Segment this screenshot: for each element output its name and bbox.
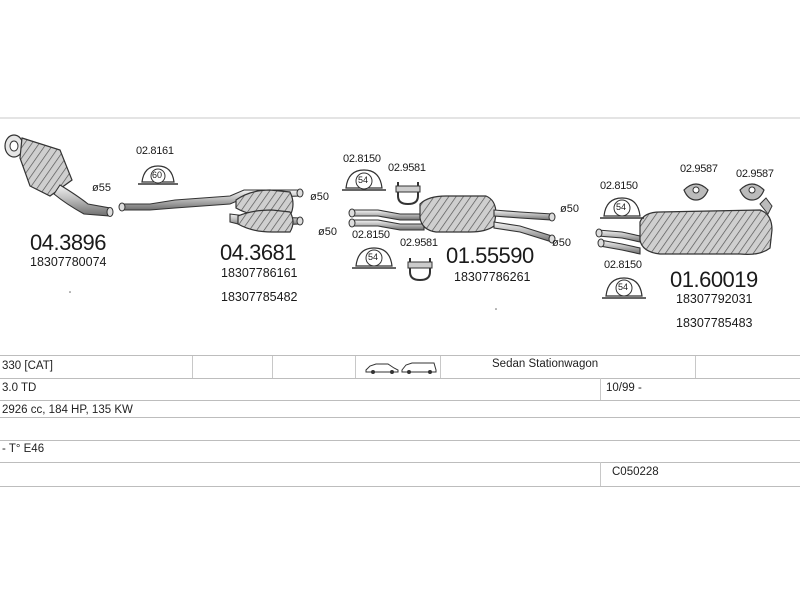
pipe-diameter-label: ø50 bbox=[560, 203, 579, 215]
clamp-part-number[interactable]: 02.8150 bbox=[604, 259, 642, 271]
part-number[interactable]: 01.60019 bbox=[670, 267, 758, 292]
catalog-code: C050228 bbox=[612, 466, 659, 478]
part-number[interactable]: 01.55590 bbox=[446, 243, 534, 268]
engine-type: 3.0 TD bbox=[2, 382, 37, 394]
oem-number: 18307785482 bbox=[221, 290, 298, 304]
sedan-car-icon bbox=[365, 362, 437, 374]
vehicle-series: - T° E46 bbox=[2, 443, 45, 455]
clamp-part-number[interactable]: 02.8161 bbox=[136, 145, 174, 157]
oem-number: 18307786261 bbox=[454, 270, 531, 284]
oem-number: 18307785483 bbox=[676, 316, 753, 330]
clamp-size-badge: 54 bbox=[358, 175, 369, 185]
body-type: Sedan Stationwagon bbox=[492, 358, 599, 370]
clamp-part-number[interactable]: 02.8150 bbox=[343, 153, 381, 165]
clamp-u-bolt-icon[interactable] bbox=[407, 258, 433, 282]
clamp-54-icon[interactable] bbox=[352, 247, 396, 269]
clamp-u-bolt-icon[interactable] bbox=[395, 182, 421, 206]
clamp-54-icon[interactable] bbox=[600, 197, 644, 219]
stationwagon-car-icon bbox=[401, 362, 437, 374]
hanger-icon[interactable] bbox=[683, 183, 709, 201]
clamp-size-badge: 54 bbox=[618, 282, 629, 292]
clamp-size-badge: 54 bbox=[616, 202, 627, 212]
engine-specs: 2926 cc, 184 HP, 135 KW bbox=[2, 404, 133, 416]
clamp-54-icon[interactable] bbox=[602, 277, 646, 299]
oem-number: 18307780074 bbox=[30, 255, 107, 269]
clamp-part-number[interactable]: 02.8150 bbox=[600, 180, 638, 192]
pipe-diameter-label: ø50 bbox=[552, 237, 571, 249]
pipe-diameter-label: ø55 bbox=[92, 182, 111, 194]
production-date: 10/99 - bbox=[606, 382, 642, 394]
oem-number: 18307786161 bbox=[221, 266, 298, 280]
clamp-part-number[interactable]: 02.9587 bbox=[736, 168, 774, 180]
clamp-part-number[interactable]: 02.8150 bbox=[352, 229, 390, 241]
pipe-diameter-label: ø50 bbox=[310, 191, 329, 203]
hanger-icon[interactable] bbox=[739, 183, 765, 201]
middle-silencer-part[interactable] bbox=[348, 195, 556, 244]
clamp-54-icon[interactable] bbox=[342, 169, 386, 191]
clamp-60-icon[interactable] bbox=[138, 165, 178, 185]
vehicle-model: 330 [CAT] bbox=[2, 360, 53, 372]
part-number[interactable]: 04.3681 bbox=[220, 240, 297, 265]
oem-number: 18307792031 bbox=[676, 292, 753, 306]
clamp-part-number[interactable]: 02.9587 bbox=[680, 163, 718, 175]
clamp-size-badge: 60 bbox=[152, 170, 163, 180]
catalytic-converter-part[interactable] bbox=[4, 134, 114, 217]
pipe-diameter-label: ø50 bbox=[318, 226, 337, 238]
center-pipe-part[interactable] bbox=[118, 188, 304, 233]
part-number[interactable]: 04.3896 bbox=[30, 230, 107, 255]
clamp-part-number[interactable]: 02.9581 bbox=[400, 237, 438, 249]
clamp-part-number[interactable]: 02.9581 bbox=[388, 162, 426, 174]
clamp-size-badge: 54 bbox=[368, 252, 379, 262]
rear-silencer-part[interactable] bbox=[595, 197, 773, 255]
